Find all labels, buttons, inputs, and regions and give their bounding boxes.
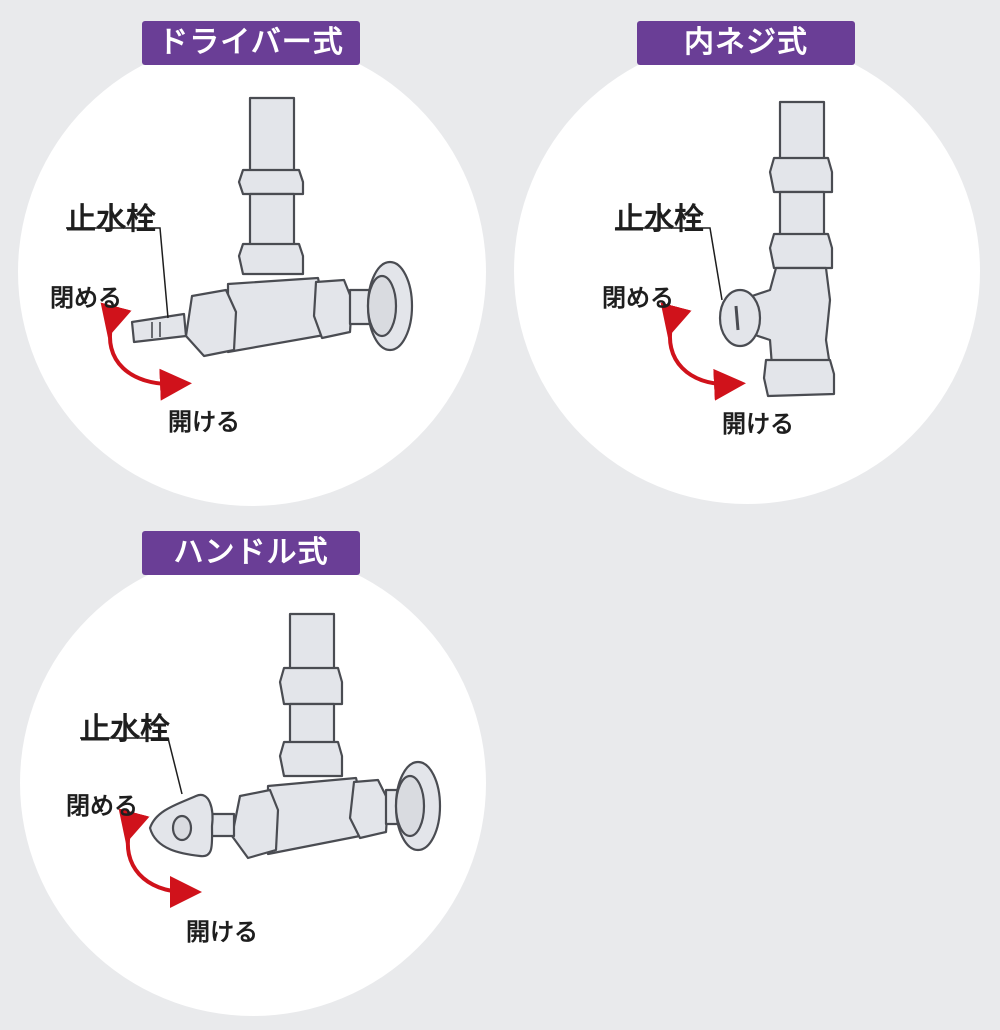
- handle-valve-icon: [80, 612, 442, 908]
- close-label: 閉める: [50, 284, 122, 312]
- panel-title-badge: ドライバー式: [142, 21, 360, 65]
- open-label: 開ける: [186, 918, 258, 946]
- red-curved-arrow-icon: [100, 302, 192, 401]
- driver-valve-icon: [66, 96, 414, 401]
- close-label: 閉める: [602, 284, 674, 312]
- panel-title-badge: 内ネジ式: [637, 21, 855, 65]
- open-label: 開ける: [722, 410, 794, 438]
- panel-handle-type: ハンドル式 止水栓 閉める 開ける: [0, 510, 520, 1030]
- panel-circle: [514, 38, 980, 504]
- valve-label: 止水栓: [66, 202, 156, 237]
- panel-driver-type: ドライバー式 止水栓 閉める 開ける: [0, 0, 520, 510]
- valve-label: 止水栓: [80, 712, 170, 747]
- open-label: 開ける: [168, 408, 240, 436]
- panel-inner-screw-type: 内ネジ式 止水栓 閉める 開ける: [500, 0, 1000, 510]
- panel-title-badge: ハンドル式: [142, 531, 360, 575]
- close-label: 閉める: [66, 792, 138, 820]
- red-curved-arrow-icon: [118, 808, 202, 908]
- red-curved-arrow-icon: [660, 302, 746, 401]
- inner-screw-valve-icon: [616, 100, 836, 401]
- valve-label: 止水栓: [614, 202, 704, 237]
